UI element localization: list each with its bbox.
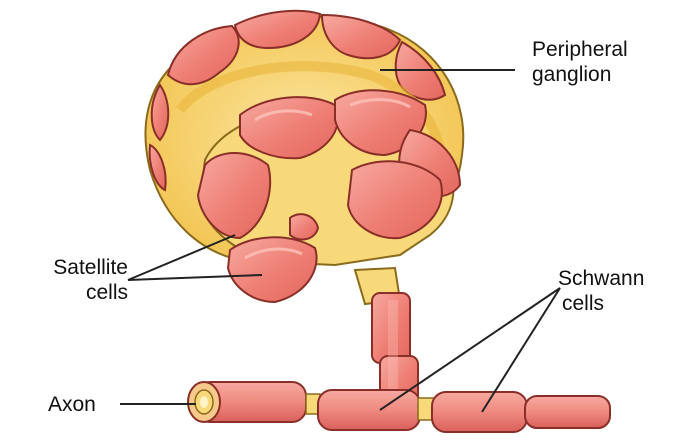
label-axon: Axon (48, 392, 96, 417)
myelinated-axon (188, 382, 610, 432)
label-satellite-cells-line2: cells (10, 280, 128, 305)
label-axon-text: Axon (48, 392, 96, 417)
label-satellite-cells: Satellite cells (10, 255, 128, 305)
label-peripheral-ganglion-line1: Peripheral (532, 37, 628, 62)
axon-stem (355, 268, 418, 406)
label-schwann-cells-line1: Schwann (558, 266, 644, 291)
label-schwann-cells-line2: cells (558, 291, 644, 316)
label-satellite-cells-line1: Satellite (10, 255, 128, 280)
label-schwann-cells: Schwann cells (558, 266, 644, 316)
label-peripheral-ganglion: Peripheral ganglion (532, 37, 628, 87)
label-peripheral-ganglion-line2: ganglion (532, 62, 628, 87)
leader-line-satellite-upper (128, 235, 235, 280)
